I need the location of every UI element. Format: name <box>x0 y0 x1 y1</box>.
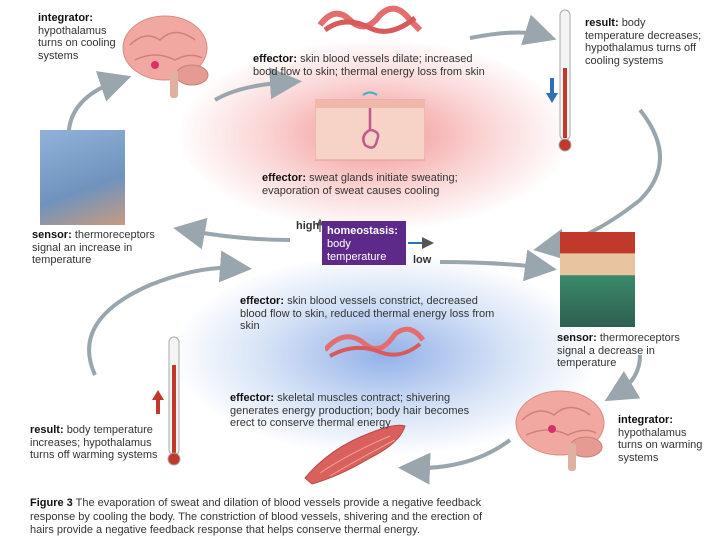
homeostasis-text: body temperature <box>327 238 387 263</box>
arrow-homeostasis-to-sensor-left <box>173 217 291 250</box>
skin-sweat-gland-illustration <box>315 91 425 161</box>
label-integrator-cooling: integrator: hypothalamus turns on coolin… <box>38 12 118 62</box>
term: sensor: <box>32 229 72 241</box>
label-integrator-warming: integrator: hypothalamus turns on warmin… <box>618 414 708 464</box>
caption-text: The evaporation of sweat and dilation of… <box>30 497 483 536</box>
caption-term: Figure 3 <box>30 497 73 509</box>
term: result: <box>585 17 619 29</box>
label-sensor-increase: sensor: thermoreceptors signal an increa… <box>32 229 182 267</box>
label-effector-vessels-dilate: effector: skin blood vessels dilate; inc… <box>253 53 485 78</box>
term: effector: <box>253 53 298 65</box>
text: sweat glands initiate sweating; evaporat… <box>262 172 458 197</box>
dilated-blood-vessels-illustration <box>317 5 423 34</box>
term: integrator: <box>618 414 673 426</box>
skeletal-muscle-illustration <box>304 424 406 485</box>
text: hypothalamus turns on warming systems <box>618 426 703 464</box>
term: result: <box>30 424 64 436</box>
text: hypothalamus turns on cooling systems <box>38 24 116 62</box>
text: thermoreceptors signal an increase in te… <box>32 229 155 266</box>
up-arrow-icon <box>152 390 164 414</box>
label-sensor-decrease: sensor: thermoreceptors signal a decreas… <box>557 332 707 370</box>
arrow-result-to-homeostasis-bottom <box>87 250 252 376</box>
figure-caption: Figure 3 The evaporation of sweat and di… <box>30 497 500 538</box>
text: body temperature decreases; hypothalamus… <box>585 17 702 67</box>
text: skeletal muscles contract; shivering gen… <box>230 392 470 429</box>
term: effector: <box>240 295 285 307</box>
down-arrow-icon <box>546 78 558 103</box>
homeostasis-box: homeostasis: body temperature <box>322 221 406 265</box>
homeostasis-term: homeostasis: <box>327 225 398 237</box>
term: effector: <box>262 172 307 184</box>
label-result-temp-increases: result: body temperature increases; hypo… <box>30 424 158 462</box>
label-result-temp-decreases: result: body temperature decreases; hypo… <box>585 17 703 67</box>
text: body temperature increases; hypothalamus… <box>30 424 158 461</box>
label-effector-vessels-constrict: effector: skin blood vessels constrict, … <box>240 295 500 333</box>
term: integrator: <box>38 12 93 24</box>
low-label: low <box>413 254 432 266</box>
arrow-sensor-to-integrator-bottom <box>604 354 642 402</box>
brain-illustration-bottom <box>515 390 605 471</box>
arrow-effector-to-result <box>469 14 557 46</box>
label-effector-sweating: effector: sweat glands initiate sweating… <box>262 172 462 197</box>
arrow-homeostasis-to-sensor-right <box>439 249 557 282</box>
text: skin blood vessels constrict, decreased … <box>240 295 495 332</box>
photo-man-overheating <box>40 130 125 225</box>
text: skin blood vessels dilate; increased boo… <box>253 53 485 78</box>
term: sensor: <box>557 332 597 344</box>
label-effector-shivering: effector: skeletal muscles contract; shi… <box>230 392 492 430</box>
thermometer-warming-illustration <box>167 336 181 466</box>
arrow-integrator-to-muscle <box>398 438 512 485</box>
term: effector: <box>230 392 275 404</box>
arrow-integrator-to-effector <box>213 67 302 102</box>
brain-illustration-top <box>122 15 209 98</box>
constricted-blood-vessels-illustration <box>325 326 425 358</box>
text: thermoreceptors signal a decrease in tem… <box>557 332 680 369</box>
thermometer-cooling-illustration <box>558 9 572 152</box>
photo-woman-cold <box>560 232 635 327</box>
high-label: high <box>296 220 320 232</box>
